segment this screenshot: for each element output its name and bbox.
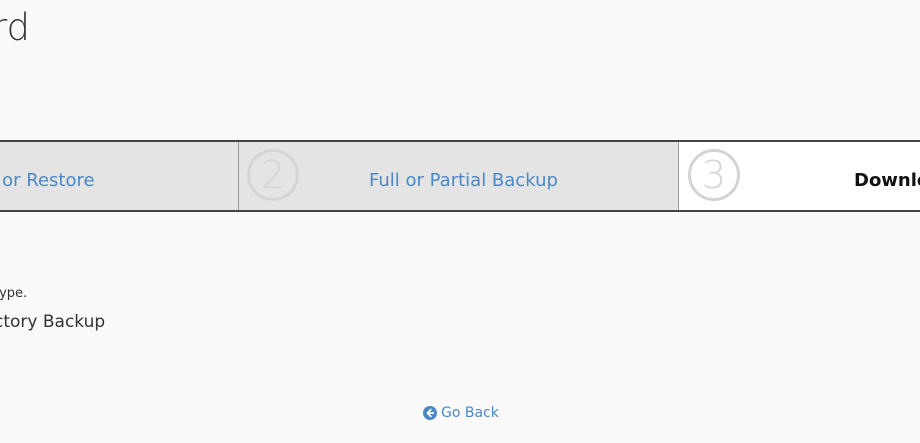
go-back-link[interactable]: Go Back: [423, 405, 499, 421]
step-download-label: Downlo: [854, 170, 920, 191]
step-number-3: 3: [688, 149, 740, 201]
step-full-or-partial-backup[interactable]: 2 Full or Partial Backup: [239, 142, 679, 210]
step-full-or-partial-backup-link[interactable]: Full or Partial Backup: [369, 170, 558, 191]
instruction-text: type.: [0, 286, 28, 301]
step-download-current: 3 Downlo: [679, 142, 920, 210]
step-number-2: 2: [247, 149, 299, 201]
arrow-circle-left-icon: [423, 406, 437, 420]
wizard-steps: p or Restore 2 Full or Partial Backup 3 …: [0, 140, 920, 212]
step-backup-or-restore-link[interactable]: p or Restore: [0, 170, 95, 191]
page-title: rd: [0, 6, 31, 49]
backup-type-label: ctory Backup: [0, 312, 106, 332]
step-backup-or-restore[interactable]: p or Restore: [0, 142, 239, 210]
go-back-label: Go Back: [441, 405, 499, 421]
